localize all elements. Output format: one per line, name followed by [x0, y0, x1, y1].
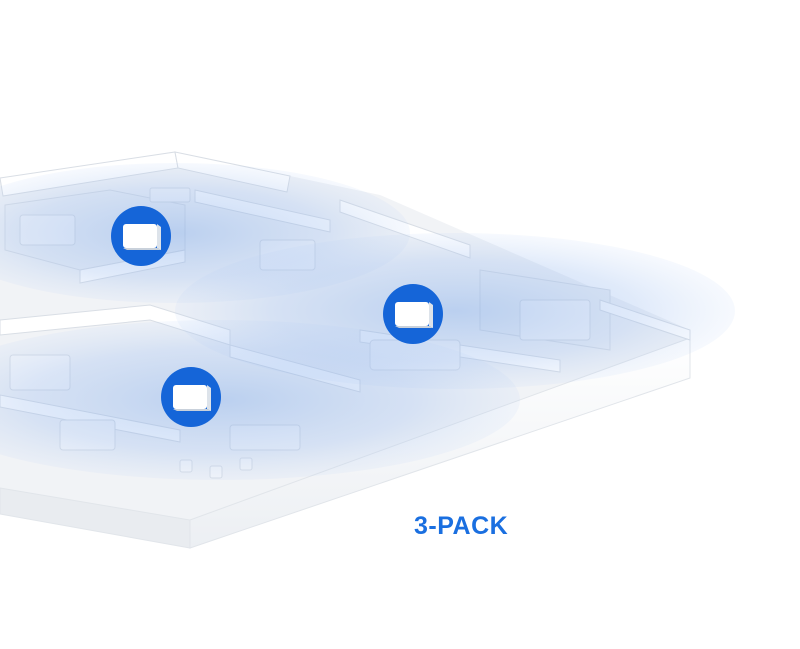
router-node-right	[383, 284, 443, 344]
wifi-coverage-zones	[0, 163, 735, 480]
coverage-zone-bottom	[0, 320, 520, 480]
router-node-bottom	[161, 367, 221, 427]
router-node-top	[111, 206, 171, 266]
router-node-icon	[395, 302, 433, 328]
pack-label: 3-PACK	[414, 512, 509, 540]
router-node-icon	[173, 385, 211, 411]
router-node-icon	[123, 224, 161, 250]
